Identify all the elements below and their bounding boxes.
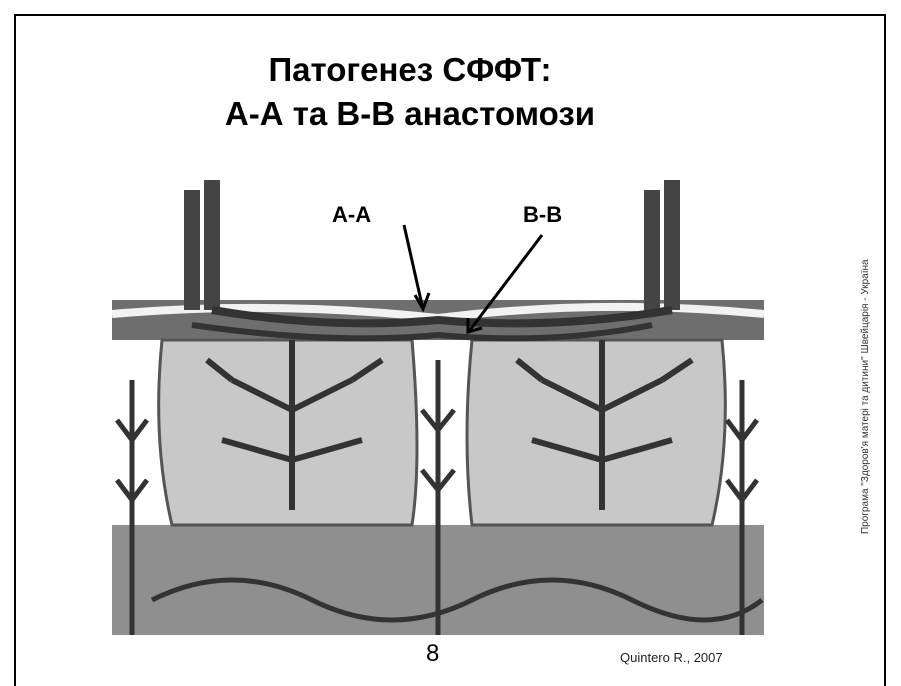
- placental-anastomosis-illustration: [112, 180, 764, 635]
- title-line-2: А-А та В-В анастомози: [0, 92, 820, 136]
- source-citation: Quintero R., 2007: [620, 650, 723, 665]
- program-side-note: Програма "Здоров'я матері та дитини" Шве…: [860, 259, 871, 534]
- page-number: 8: [426, 640, 439, 668]
- slide-title: Патогенез СФФТ: А-А та В-В анастомози: [0, 48, 820, 136]
- title-line-1: Патогенез СФФТ:: [0, 48, 820, 92]
